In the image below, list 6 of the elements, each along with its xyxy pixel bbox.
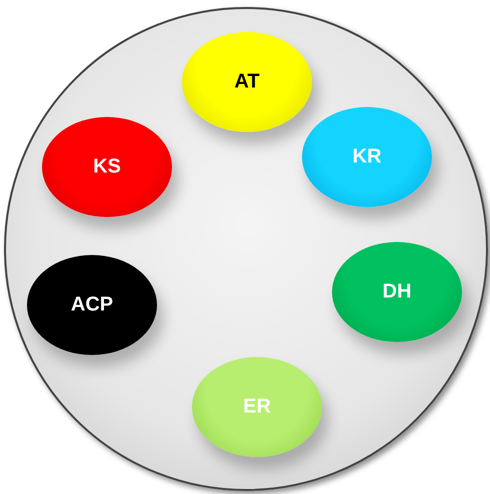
domain-label: DH bbox=[382, 280, 412, 304]
domain-label: AT bbox=[234, 70, 260, 94]
domain-label: ACP bbox=[70, 294, 114, 316]
domain-label: ER bbox=[243, 396, 271, 418]
domain-label: KS bbox=[93, 156, 121, 178]
domain-label: KR bbox=[352, 146, 382, 168]
